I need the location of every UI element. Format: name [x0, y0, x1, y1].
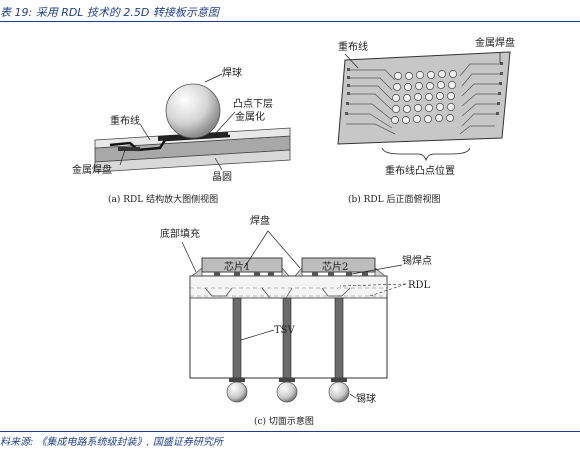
label-ball: 锡球 [356, 392, 376, 405]
leader-pad-c-1 [243, 230, 269, 269]
top-rule [0, 21, 580, 22]
label-pad-a: 金属焊盘 [72, 163, 112, 176]
label-underfill: 底部填充 [160, 227, 200, 240]
underfill-mid-1 [281, 267, 290, 277]
leader-solder-ball [204, 73, 223, 83]
leader-ubm [214, 111, 236, 135]
leader-ball [349, 393, 357, 399]
brace-bumps [381, 147, 471, 162]
underfill-mid-2 [294, 267, 303, 277]
leader-microbump [351, 264, 403, 275]
label-pad-c: 焊盘 [250, 214, 270, 227]
label-tsv: TSV [274, 325, 296, 336]
label-chip-1: 芯片1 [224, 260, 250, 273]
bottom-pads [229, 378, 347, 382]
label-bump-b: 重布线凸点位置 [385, 164, 455, 177]
leader-pad [119, 149, 126, 166]
rdl-zone [189, 275, 388, 299]
rdl-vias [204, 287, 351, 299]
leader-wafer [214, 157, 223, 171]
label-wafer: 晶圆 [212, 171, 232, 183]
caption-b: (b) RDL 后正面俯视图 [348, 193, 440, 205]
solder-balls-c [226, 381, 350, 403]
chip-1 [201, 257, 283, 273]
label-ubm-1: 凸点下层 [233, 98, 273, 110]
leader-tsv [240, 329, 275, 341]
leader-rdl [139, 123, 151, 141]
figure-title: 表 19: 采用 RDL 技术的 2.5D 转接板示意图 [0, 6, 219, 19]
panel-a: 焊球 凸点下层 金属化 重布线 金属焊盘 晶圆 (a) RDL 结构放大图侧视图 [72, 66, 291, 205]
bump-grid [391, 70, 457, 124]
solder-ball-shape [165, 83, 221, 139]
leader-underfill [181, 241, 197, 273]
caption-a: (a) RDL 结构放大图侧视图 [108, 193, 218, 205]
panel-b: 重布线 金属焊盘 重布线凸点位置 (b) RDL 后正面俯视图 [337, 36, 515, 205]
rdl-traces-top [346, 63, 500, 135]
panel-c: 焊盘 底部填充 芯片1 芯片2 锡焊点 RDL TSV 锡球 (c) 切面示意图 [160, 214, 432, 427]
caption-c: (c) 切面示意图 [254, 415, 314, 427]
label-rdl-b: 重布线 [338, 40, 368, 53]
label-solder-ball: 焊球 [222, 66, 242, 79]
label-ubm-2: 金属化 [235, 110, 265, 123]
label-rdl-a: 重布线 [110, 114, 140, 127]
wafer-base [94, 149, 291, 173]
chip-2 [301, 257, 376, 273]
metal-pad-shape [118, 147, 140, 151]
bottom-rule [0, 431, 580, 432]
leader-rdl-c-1 [339, 283, 407, 287]
chip-top-view [337, 51, 511, 145]
figure-source: 料来源: 《集成电路系统级封装》, 国盛证券研究所 [0, 437, 223, 448]
leader-rdl-b [344, 53, 359, 69]
underfill-left [191, 267, 203, 277]
micro-bumps [214, 272, 368, 276]
label-pad-b: 金属焊盘 [475, 36, 515, 49]
label-chip-2: 芯片2 [322, 260, 348, 273]
label-rdl-c: RDL [408, 280, 431, 291]
leader-pad-c-2 [267, 230, 301, 269]
leader-rdl-c-2 [369, 283, 407, 297]
edge-pads [345, 62, 503, 115]
label-microbump: 锡焊点 [402, 254, 432, 267]
